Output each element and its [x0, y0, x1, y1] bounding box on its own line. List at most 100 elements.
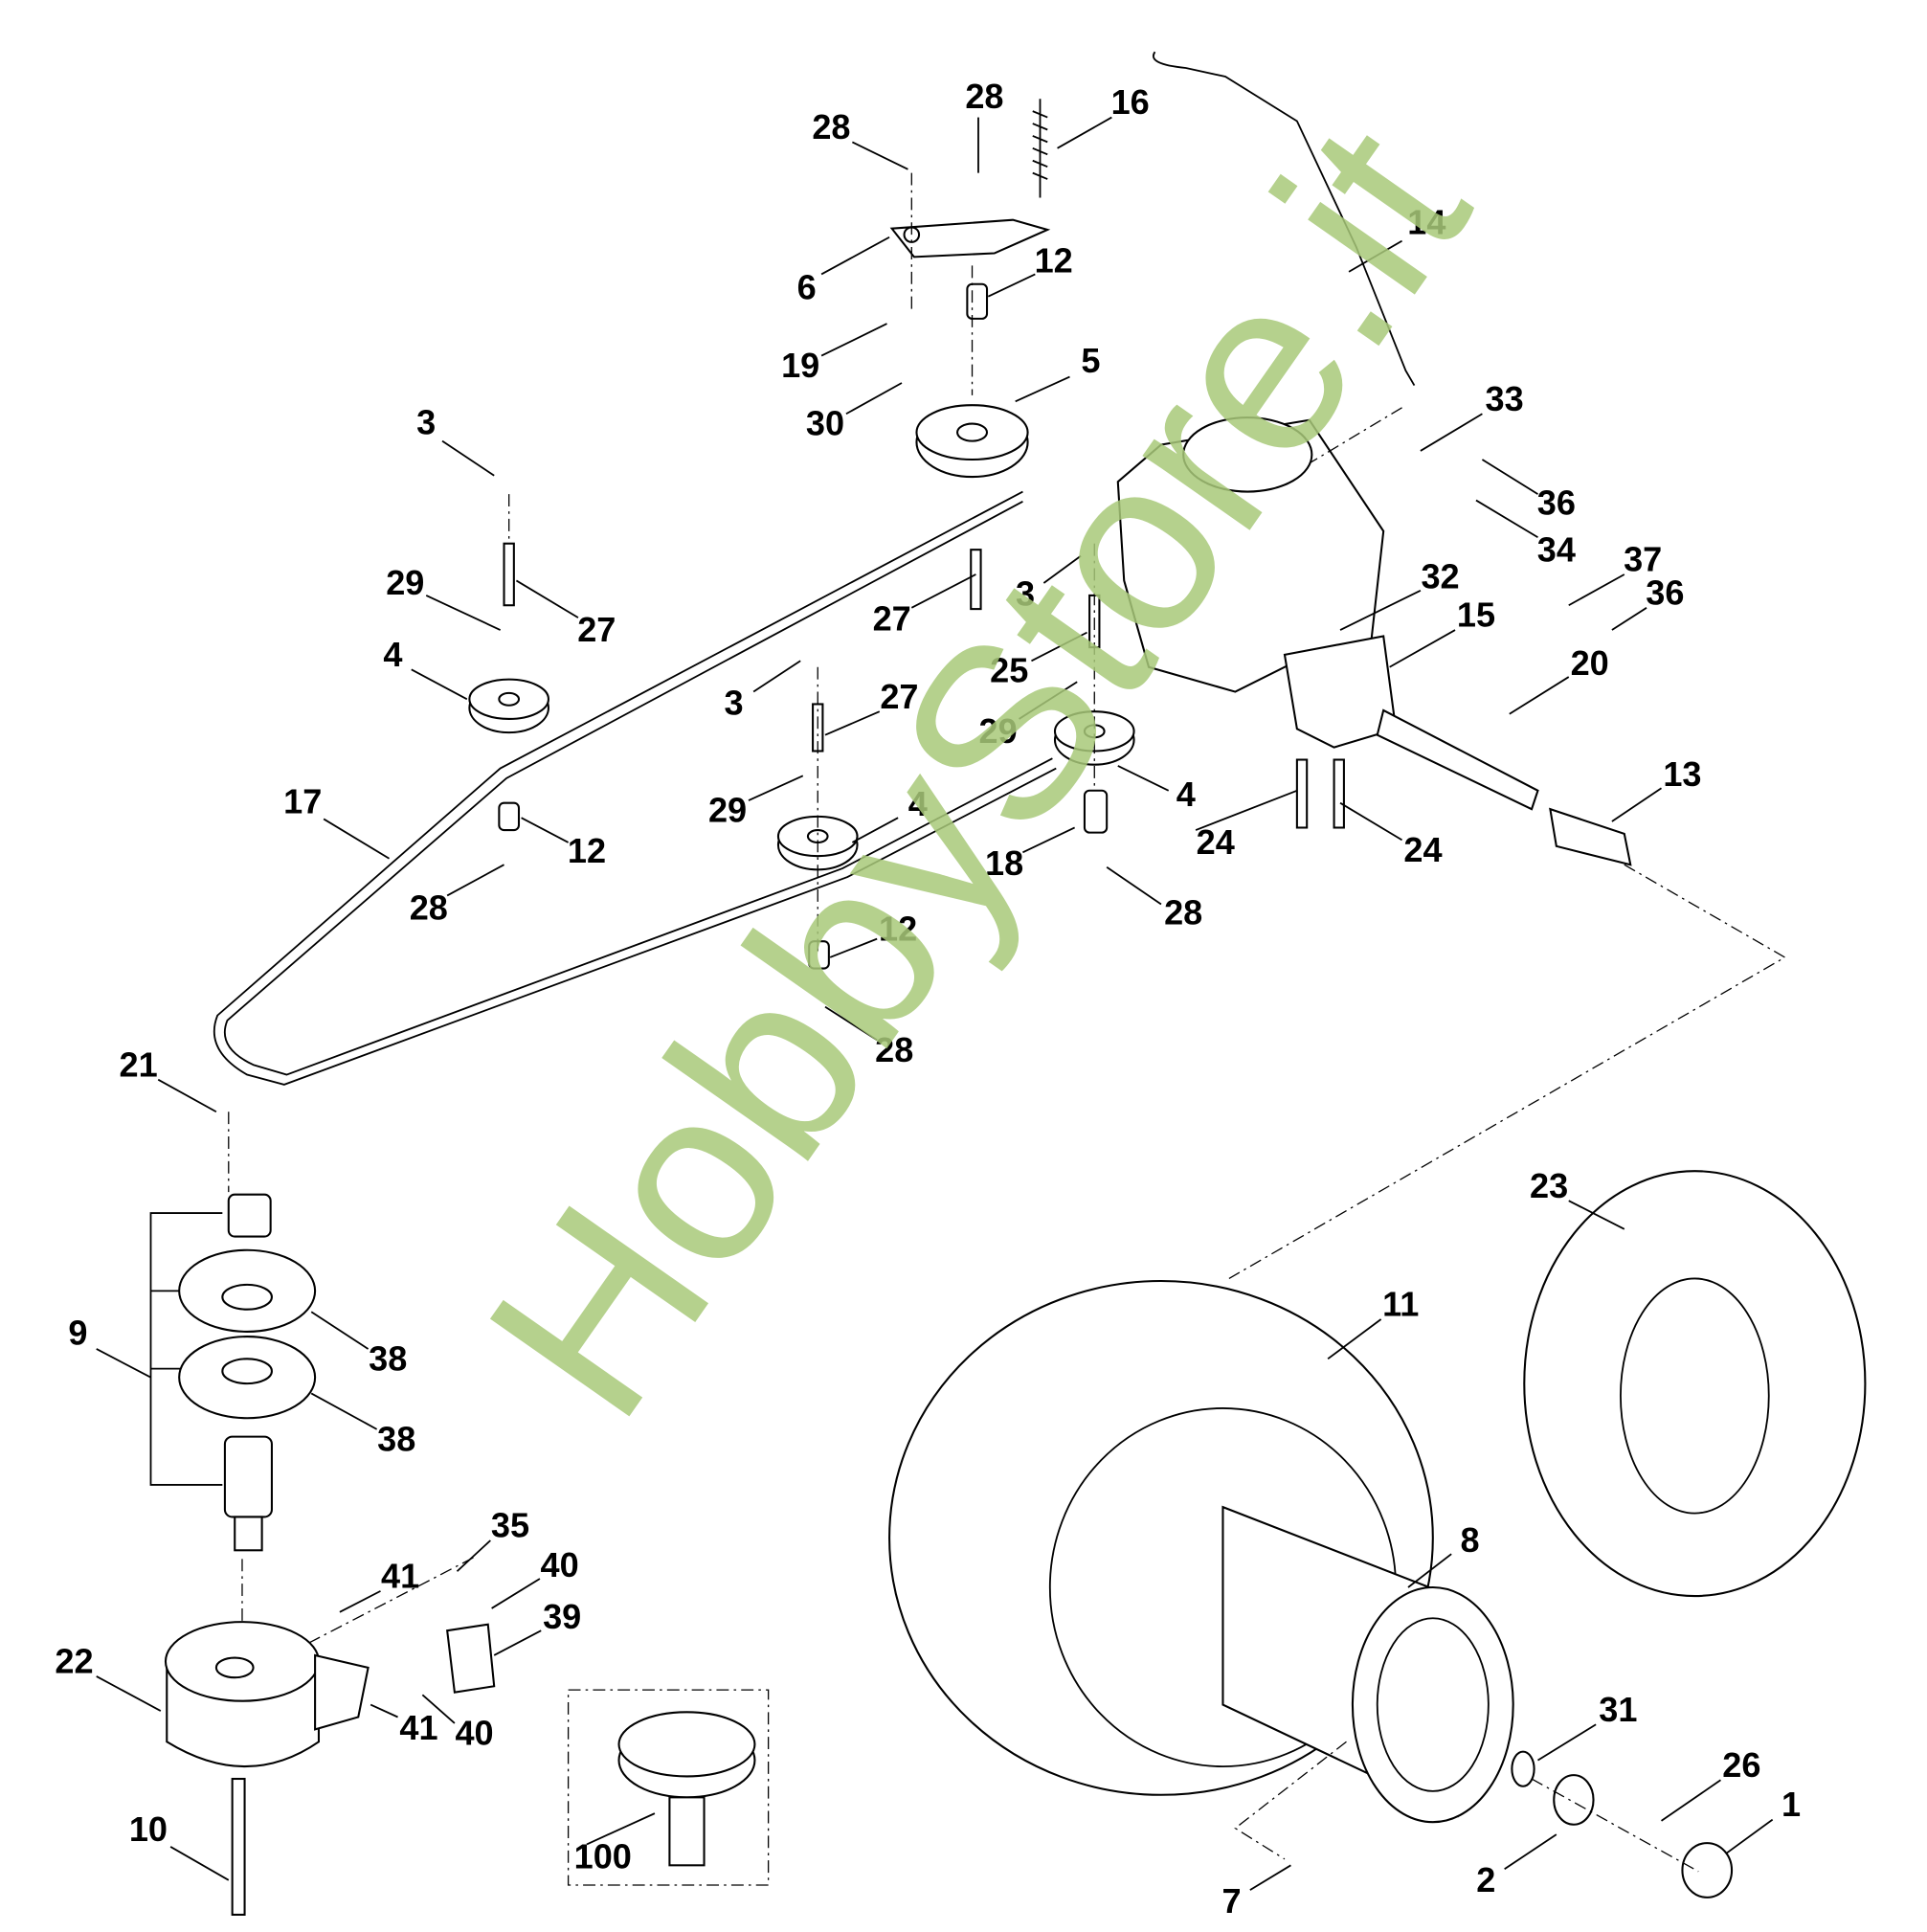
leader-line — [493, 1629, 542, 1656]
callout-34: 34 — [1537, 529, 1576, 569]
callout-24: 24 — [1197, 822, 1235, 862]
leader-line — [446, 864, 504, 897]
leader-line — [1106, 866, 1162, 906]
leader-line — [1420, 413, 1483, 452]
leader-line — [1022, 826, 1076, 854]
leader-line — [1117, 765, 1170, 792]
leader-line — [323, 818, 390, 860]
leader-line — [1249, 1864, 1291, 1891]
callout-29: 29 — [708, 791, 747, 830]
callout-5: 5 — [1081, 341, 1100, 380]
leader-line — [521, 817, 570, 843]
leader-line — [1568, 573, 1625, 607]
callout-4: 4 — [383, 635, 402, 674]
callout-8: 8 — [1460, 1520, 1479, 1560]
leader-line — [96, 1348, 151, 1379]
callout-21: 21 — [120, 1045, 158, 1084]
callout-13: 13 — [1663, 754, 1701, 794]
callout-4: 4 — [1176, 775, 1196, 814]
callout-3: 3 — [1016, 574, 1035, 614]
leader-line — [829, 937, 878, 958]
callout-22: 22 — [55, 1642, 93, 1681]
leader-line — [1339, 801, 1403, 842]
leader-line — [1726, 1818, 1774, 1854]
callout-6: 6 — [797, 268, 817, 307]
idler-pulley-4c — [1053, 710, 1135, 766]
pulley-5 — [915, 404, 1029, 479]
callout-40: 40 — [455, 1713, 493, 1752]
callout-18: 18 — [985, 843, 1023, 883]
leader-line — [987, 273, 1036, 298]
callout-19: 19 — [781, 346, 819, 385]
leader-line — [339, 1590, 381, 1613]
leader-line — [310, 1392, 378, 1430]
pulley-100 — [617, 1711, 756, 1867]
leader-line — [1031, 631, 1087, 663]
callout-3: 3 — [724, 683, 743, 722]
leader-line — [586, 1812, 656, 1846]
drawing-parts — [149, 51, 1867, 1916]
leader-line — [824, 710, 881, 736]
callout-25: 25 — [990, 651, 1028, 690]
callout-12: 12 — [1035, 240, 1073, 280]
callout-38: 38 — [377, 1419, 415, 1458]
leader-line — [1509, 676, 1570, 715]
callout-3: 3 — [416, 402, 436, 441]
callout-9: 9 — [68, 1313, 87, 1352]
callout-36: 36 — [1646, 573, 1684, 612]
transaxle-15 — [1116, 416, 1539, 811]
leader-line — [1015, 375, 1070, 403]
hub-13 — [1549, 807, 1632, 866]
callout-31: 31 — [1599, 1690, 1637, 1729]
shift-rod-14 — [1153, 51, 1416, 387]
leader-line — [411, 668, 468, 701]
leader-line — [851, 817, 899, 843]
leader-line — [310, 1311, 370, 1350]
leader-line — [910, 573, 976, 609]
callout-27: 27 — [880, 677, 918, 716]
leader-line — [1568, 1200, 1625, 1230]
callout-27: 27 — [873, 599, 911, 639]
callout-16: 16 — [1111, 82, 1150, 122]
leader-line — [851, 141, 908, 170]
idler-arm-6 — [889, 218, 1051, 258]
leader-line — [1481, 459, 1538, 495]
callout-11: 11 — [1382, 1285, 1419, 1324]
idler-pulley-4a — [468, 678, 549, 734]
callout-29: 29 — [979, 711, 1018, 751]
callout-12: 12 — [879, 909, 917, 948]
callout-20: 20 — [1571, 643, 1609, 683]
callout-23: 23 — [1530, 1166, 1568, 1205]
callout-26: 26 — [1722, 1745, 1760, 1785]
callout-40: 40 — [540, 1545, 578, 1584]
rim-8 — [1221, 1505, 1514, 1824]
leader-line — [425, 595, 502, 631]
option-box-100 — [567, 1689, 770, 1886]
leader-line — [1057, 116, 1112, 149]
leader-line — [421, 1694, 456, 1724]
inner-tube-23 — [1523, 1170, 1867, 1598]
callout-28: 28 — [1164, 893, 1202, 932]
callout-38: 38 — [369, 1338, 407, 1378]
callout-12: 12 — [568, 831, 606, 870]
callout-36: 36 — [1537, 483, 1576, 522]
leader-line — [1611, 787, 1663, 822]
leader-line — [752, 660, 801, 693]
leader-line — [1042, 554, 1082, 584]
leader-line — [748, 775, 804, 801]
leader-line — [491, 1578, 541, 1609]
callout-30: 30 — [806, 404, 844, 443]
callout-39: 39 — [543, 1597, 581, 1636]
callout-37: 37 — [1624, 540, 1662, 579]
leader-line — [1537, 1723, 1597, 1762]
leader-line — [1504, 1833, 1557, 1870]
leader-line — [441, 439, 495, 477]
callout-17: 17 — [283, 782, 322, 821]
leader-line — [1389, 629, 1456, 668]
leader-line — [845, 382, 903, 416]
callout-28: 28 — [410, 887, 448, 927]
callout-41: 41 — [381, 1557, 419, 1596]
callout-15: 15 — [1457, 595, 1495, 635]
leader-line — [1660, 1779, 1721, 1822]
